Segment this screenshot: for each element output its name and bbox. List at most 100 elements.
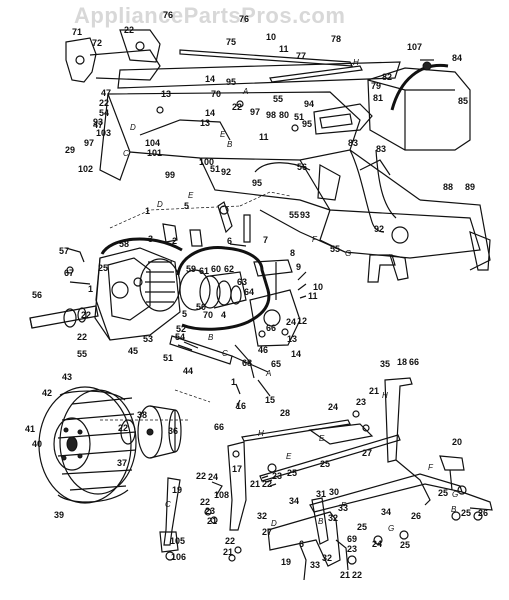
- watermark: AppliancePartsPros.com: [74, 3, 345, 28]
- callout-label: 21: [369, 386, 379, 396]
- callout-label: 97: [250, 107, 260, 117]
- callout-label: 94: [304, 99, 314, 109]
- callout-label: 62: [224, 264, 234, 274]
- callout-label: A: [242, 87, 248, 96]
- callout-label: 58: [119, 239, 129, 249]
- callout-label: 65: [271, 359, 281, 369]
- callout-label: 107: [407, 42, 422, 52]
- callout-label: 33: [310, 560, 320, 570]
- callout-label: 70: [203, 310, 213, 320]
- callout-label: 61: [199, 266, 209, 276]
- callout-label: 106: [171, 552, 186, 562]
- callout-label: 32: [328, 513, 338, 523]
- callout-label: 63: [237, 277, 247, 287]
- callout-label: 23: [205, 506, 215, 516]
- callout-label: 52: [176, 324, 186, 334]
- callout-label: 45: [128, 346, 138, 356]
- callout-label: 68: [242, 358, 252, 368]
- callout-label: 3: [148, 234, 153, 244]
- callout-label: 25: [320, 459, 330, 469]
- callout-label: 25: [98, 263, 108, 273]
- callout-label: D: [157, 200, 163, 209]
- callout-label: 83: [348, 138, 358, 148]
- callout-label: 72: [92, 38, 102, 48]
- callout-label: 47: [101, 88, 111, 98]
- callout-label: 27: [262, 527, 272, 537]
- callout-label: 79: [371, 81, 381, 91]
- callout-label: 82: [382, 72, 392, 82]
- callout-label: H: [258, 429, 264, 438]
- drive-belt: [176, 245, 271, 331]
- callout-label: 46: [258, 345, 268, 355]
- callout-label: 14: [205, 108, 215, 118]
- wheel-hub: [120, 405, 182, 459]
- callout-label: 99: [165, 170, 175, 180]
- callout-label: B: [227, 140, 233, 149]
- callout-label: C: [222, 349, 228, 358]
- callout-label: 33: [338, 503, 348, 513]
- callout-label: 14: [291, 349, 301, 359]
- callout-label: 25: [287, 468, 297, 478]
- callout-label: 32: [322, 553, 332, 563]
- callout-label: 67: [64, 268, 74, 278]
- hardware-small: [65, 201, 307, 409]
- callout-label: 66: [409, 357, 419, 367]
- callout-label: 42: [42, 388, 52, 398]
- callout-label: C: [123, 149, 129, 158]
- shift-linkage: [169, 335, 269, 379]
- callout-label: 16: [236, 401, 246, 411]
- brake-assembly: [249, 289, 301, 347]
- callout-label: 92: [374, 224, 384, 234]
- callout-label: 1: [145, 206, 150, 216]
- callout-label: G: [452, 490, 458, 499]
- front-hitch-bracket: [65, 29, 161, 83]
- callout-label: 101: [147, 148, 162, 158]
- callout-label: 39: [54, 510, 64, 520]
- callout-label: 23: [356, 397, 366, 407]
- callout-label: 22: [200, 497, 210, 507]
- callout-label: E: [286, 452, 292, 461]
- callout-label: 5: [182, 309, 187, 319]
- callout-label: 22: [124, 25, 134, 35]
- callout-label: 57: [59, 246, 69, 256]
- callout-label: 21: [207, 516, 217, 526]
- callout-label: 103: [96, 128, 111, 138]
- callout-label: 55: [273, 94, 283, 104]
- callout-label: 22: [77, 332, 87, 342]
- callout-label: 77: [296, 51, 306, 61]
- callout-label: D: [271, 519, 277, 528]
- callout-label: G: [345, 249, 351, 258]
- callout-label: H: [382, 391, 388, 400]
- callout-label: 19: [172, 485, 182, 495]
- callout-label: 93: [300, 210, 310, 220]
- callout-label: 23: [272, 471, 282, 481]
- callout-label: 55: [77, 349, 87, 359]
- fuel-line: [349, 149, 385, 233]
- callout-label: 66: [266, 323, 276, 333]
- callout-label: B: [318, 517, 324, 526]
- callout-label: 44: [183, 366, 193, 376]
- callout-label: 25: [400, 540, 410, 550]
- shift-rod: [179, 49, 354, 67]
- callout-label: 5: [184, 201, 189, 211]
- callout-label: 22: [81, 310, 91, 320]
- callout-label: 28: [280, 408, 290, 418]
- callout-label: 7: [263, 235, 268, 245]
- rear-axle: [29, 305, 99, 329]
- callout-label: 34: [289, 496, 299, 506]
- callout-label: 83: [376, 144, 386, 154]
- callout-label: 105: [170, 536, 185, 546]
- callout-label: 13: [161, 89, 171, 99]
- callout-label: 1: [88, 284, 93, 294]
- callout-label: 22: [352, 570, 362, 580]
- callout-label: 22: [232, 102, 242, 112]
- callout-label: 51: [163, 353, 173, 363]
- callout-label: C: [165, 500, 171, 509]
- callout-label: 80: [279, 110, 289, 120]
- fuel-tank: [367, 59, 471, 151]
- callout-label: 78: [331, 34, 341, 44]
- callout-label: 93: [93, 117, 103, 127]
- callout-label: 76: [239, 14, 249, 24]
- callout-label: 47: [93, 120, 103, 130]
